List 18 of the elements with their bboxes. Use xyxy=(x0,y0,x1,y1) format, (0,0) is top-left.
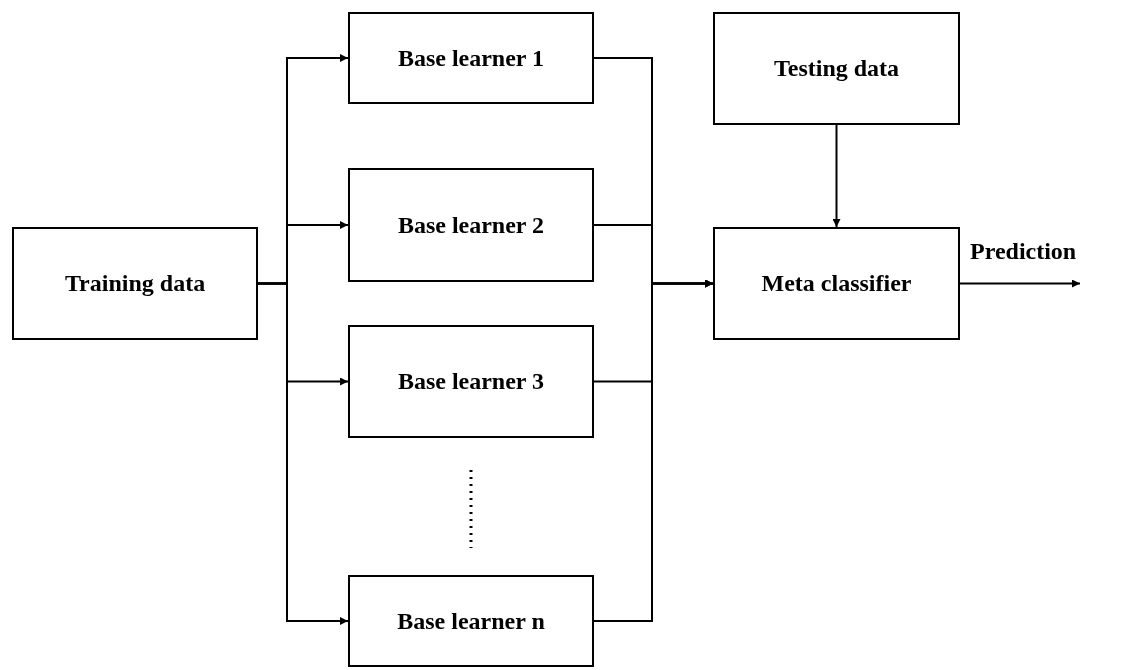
arrow xyxy=(257,282,349,625)
process-box xyxy=(348,12,594,104)
box-label: Base learner 3 xyxy=(397,368,545,395)
process-box xyxy=(713,227,960,340)
process-box xyxy=(348,168,594,282)
process-box xyxy=(12,227,258,340)
box-label: Training data xyxy=(64,270,206,297)
box-label: Base learner n xyxy=(397,607,545,635)
arrow xyxy=(959,279,1081,288)
process-box xyxy=(713,12,960,125)
arrow xyxy=(832,124,841,228)
arrow xyxy=(593,279,714,622)
box-label: Testing data xyxy=(773,55,900,82)
process-box xyxy=(348,575,594,667)
box-label: Meta classifier xyxy=(761,270,912,297)
process-box xyxy=(348,325,594,438)
box-label: Base learner 1 xyxy=(397,44,545,72)
box-label: Base learner 2 xyxy=(397,211,545,239)
